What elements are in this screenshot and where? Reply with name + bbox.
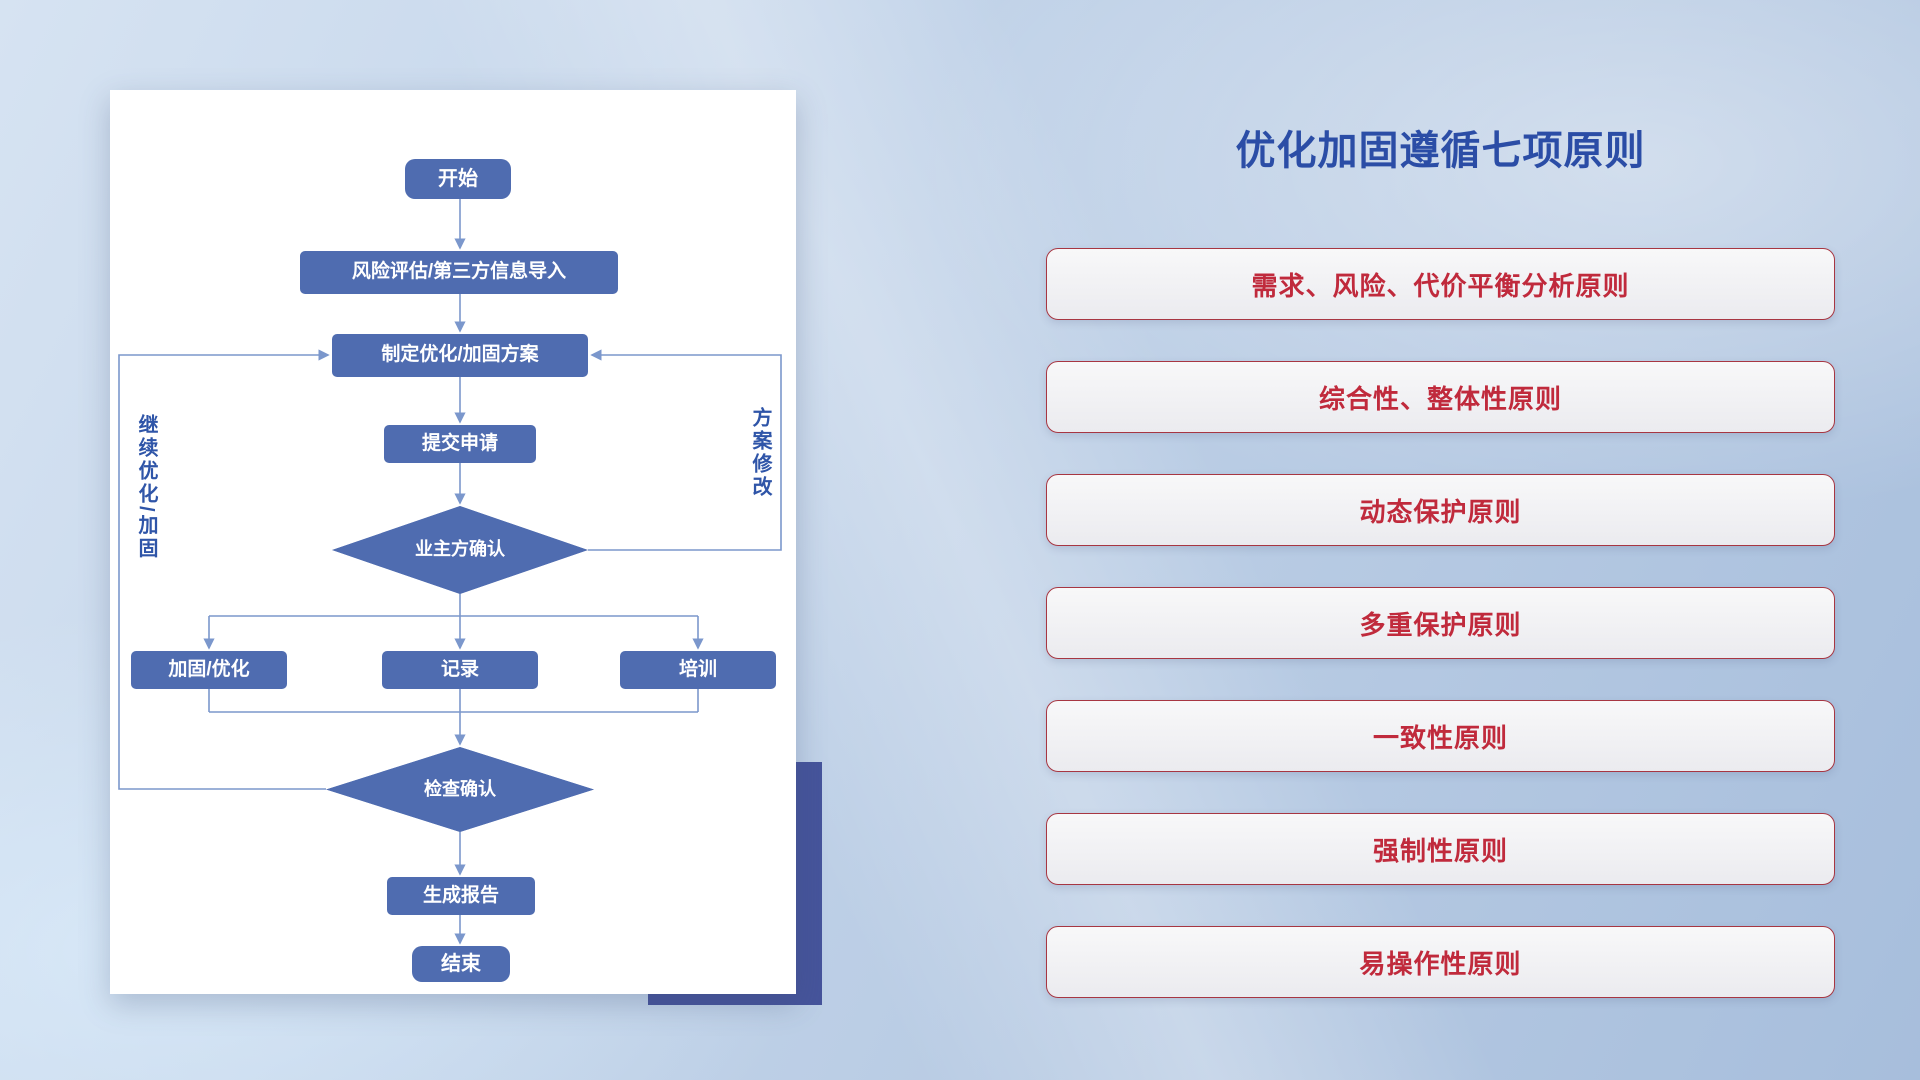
principle-item: 强制性原则 (1046, 813, 1835, 885)
principle-label: 易操作性原则 (1359, 948, 1522, 979)
principle-label: 动态保护原则 (1359, 496, 1522, 527)
loop-label-plan-revision: 方案修改 (749, 407, 771, 499)
page-title: 优化加固遵循七项原则 (1235, 129, 1646, 173)
flow-node-reinforce: 加固/优化 (131, 651, 287, 689)
principles-list: 需求、风险、代价平衡分析原则 综合性、整体性原则 动态保护原则 多重保护原则 一… (1046, 248, 1835, 998)
flow-node-risk-import: 风险评估/第三方信息导入 (300, 251, 618, 294)
principle-item: 易操作性原则 (1046, 926, 1835, 998)
flow-node-report: 生成报告 (387, 877, 535, 915)
flow-node-submit: 提交申请 (384, 425, 536, 463)
flow-node-start: 开始 (405, 159, 511, 199)
flow-node-training: 培训 (620, 651, 776, 689)
principle-item: 综合性、整体性原则 (1046, 361, 1835, 433)
principle-item: 多重保护原则 (1046, 587, 1835, 659)
principle-item: 一致性原则 (1046, 700, 1835, 772)
principle-label: 综合性、整体性原则 (1318, 383, 1562, 414)
principle-item: 动态保护原则 (1046, 474, 1835, 546)
flow-node-record: 记录 (382, 651, 538, 689)
principle-label: 多重保护原则 (1359, 609, 1522, 640)
flow-node-end: 结束 (412, 946, 510, 982)
principle-label: 需求、风险、代价平衡分析原则 (1251, 270, 1630, 301)
flow-node-make-plan: 制定优化/加固方案 (332, 334, 588, 377)
principle-item: 需求、风险、代价平衡分析原则 (1046, 248, 1835, 320)
principle-label: 强制性原则 (1372, 835, 1508, 866)
principle-label: 一致性原则 (1372, 722, 1508, 753)
loop-label-continue-optimize: 继续优化/加固 (135, 414, 157, 561)
